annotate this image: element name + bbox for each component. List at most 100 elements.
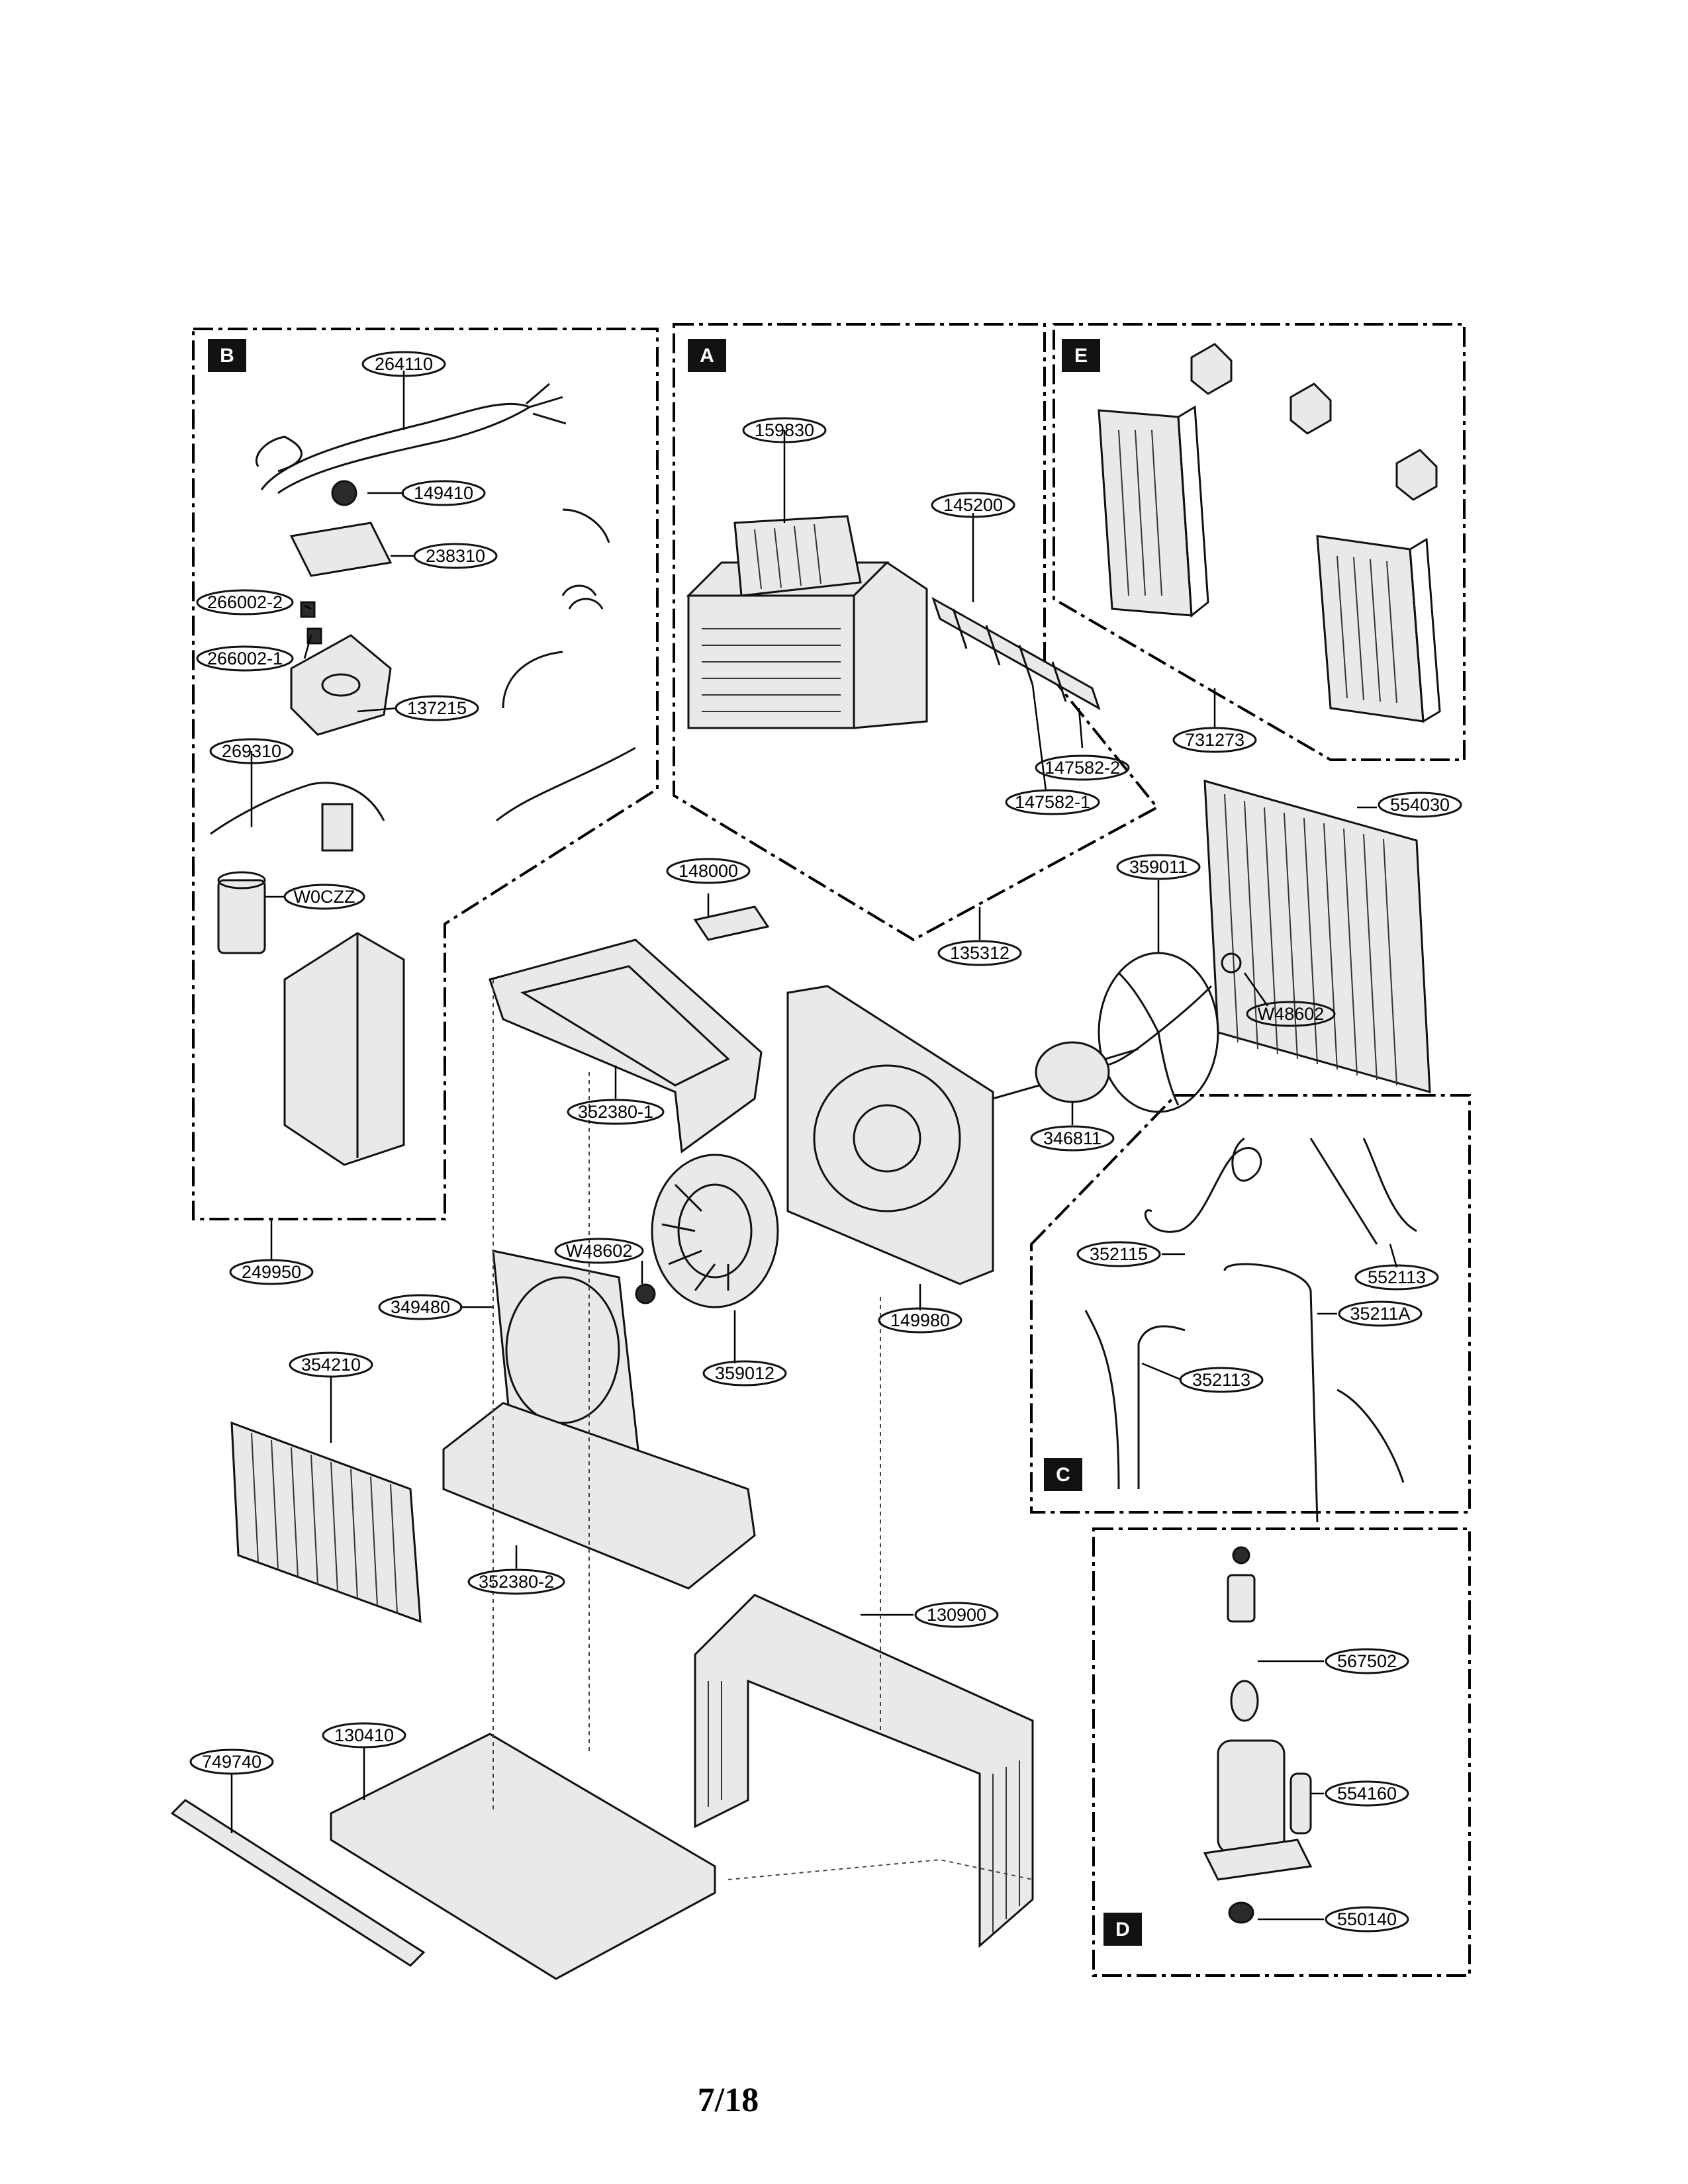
- panel-a-letter: A: [700, 345, 714, 367]
- panel-c-badge: C: [1044, 1458, 1082, 1491]
- base-pan-part: [330, 1733, 716, 1980]
- callout-W48602-b-text: W48602: [566, 1241, 633, 1261]
- callout-352380-2-text: 352380-2: [479, 1572, 554, 1592]
- callout-359011-text: 359011: [1129, 857, 1188, 877]
- panel-a-border: [673, 323, 1160, 942]
- panel-c-letter: C: [1056, 1464, 1070, 1486]
- scroll-housing-part: [786, 985, 994, 1285]
- callout-238310: 238310: [413, 543, 498, 569]
- callout-W0CZZ: W0CZZ: [283, 884, 365, 910]
- callout-264110: 264110: [361, 351, 446, 377]
- callout-550140-text: 550140: [1337, 1909, 1397, 1929]
- condenser-coil-part: [1203, 779, 1431, 1094]
- side-curtain-left-part: [1098, 405, 1209, 617]
- callout-148000: 148000: [666, 858, 751, 884]
- callout-550140: 550140: [1325, 1906, 1409, 1933]
- panel-d-border: [1092, 1527, 1471, 1977]
- thermistor-wire-part: [210, 782, 385, 852]
- callout-731273-text: 731273: [1185, 730, 1244, 750]
- callout-352380-2: 352380-2: [467, 1569, 565, 1595]
- callout-137215: 137215: [395, 695, 479, 721]
- callout-349480-text: 349480: [391, 1297, 450, 1317]
- callout-130410-text: 130410: [334, 1725, 394, 1745]
- callout-269310-text: 269310: [222, 741, 281, 761]
- callout-352113: 352113: [1179, 1367, 1264, 1393]
- louver-assembly-part: [931, 596, 1101, 711]
- clamp-ring-part: [1221, 952, 1242, 974]
- rail-bar-part: [170, 1799, 426, 1967]
- callout-352115: 352115: [1076, 1241, 1161, 1267]
- callout-346811: 346811: [1030, 1125, 1115, 1152]
- callout-359012: 359012: [702, 1360, 787, 1387]
- callout-567502-text: 567502: [1337, 1651, 1397, 1671]
- control-box-cover-part: [290, 634, 392, 736]
- panel-e-badge: E: [1062, 339, 1100, 372]
- callout-147582-1: 147582-1: [1005, 789, 1100, 815]
- callout-346811-text: 346811: [1043, 1128, 1102, 1148]
- panel-d-letter: D: [1115, 1919, 1130, 1940]
- callout-130900: 130900: [914, 1602, 999, 1628]
- callout-352115-text: 352115: [1090, 1244, 1148, 1264]
- outer-case-part: [694, 1594, 1034, 1948]
- mounting-bracket-parts: [1190, 343, 1438, 501]
- callout-W48602-a: W48602: [1246, 1001, 1336, 1027]
- callout-266002-1: 266002-1: [196, 645, 294, 672]
- locknut-part: [635, 1283, 656, 1304]
- refrigerant-tubing-parts: [1084, 1137, 1417, 1523]
- callout-35211A-text: 35211A: [1350, 1304, 1410, 1324]
- callout-554030: 554030: [1378, 792, 1462, 818]
- callout-238310-text: 238310: [426, 546, 485, 566]
- callout-359011: 359011: [1116, 854, 1201, 880]
- condenser-fan-part: [1098, 952, 1219, 1113]
- callout-135312: 135312: [937, 940, 1022, 966]
- callout-W48602-b: W48602: [554, 1238, 644, 1264]
- callout-147582-2: 147582-2: [1035, 754, 1130, 781]
- grommet-part: [1230, 1680, 1259, 1722]
- fan-motor-part: [992, 1041, 1139, 1103]
- evaporator-coil-part: [230, 1421, 422, 1623]
- callout-249950: 249950: [229, 1259, 314, 1285]
- mount-grommet-part: [1228, 1901, 1254, 1924]
- callout-147582-2-text: 147582-2: [1045, 758, 1120, 778]
- callout-W0CZZ-text: W0CZZ: [294, 887, 355, 907]
- blower-wheel-part: [651, 1154, 779, 1308]
- air-filter-part: [733, 515, 862, 597]
- callout-149980: 149980: [878, 1307, 962, 1334]
- terminal-cover-part: [1227, 1546, 1256, 1623]
- callout-148000-text: 148000: [679, 861, 738, 881]
- strain-relief-part: [331, 480, 357, 506]
- evaporator-case-top-part: [489, 938, 763, 1154]
- capacitor-part: [217, 871, 266, 954]
- callout-266002-2-text: 266002-2: [207, 592, 283, 612]
- terminal-pair-part: [300, 601, 322, 645]
- panel-b-border: [192, 328, 659, 1220]
- callout-137215-text: 137215: [407, 698, 467, 718]
- panel-a-badge: A: [688, 339, 726, 372]
- callout-130900-text: 130900: [927, 1605, 986, 1625]
- power-cord-part: [256, 383, 567, 494]
- callout-35211A: 35211A: [1338, 1300, 1423, 1327]
- callout-W48602-a-text: W48602: [1258, 1004, 1325, 1024]
- callout-567502: 567502: [1325, 1648, 1409, 1674]
- page-number: 7/18: [698, 2081, 759, 2119]
- callout-731273: 731273: [1172, 727, 1257, 753]
- callout-749740: 749740: [189, 1749, 274, 1775]
- callout-352380-1: 352380-1: [567, 1099, 665, 1125]
- callout-554030-text: 554030: [1390, 795, 1450, 815]
- panel-e-letter: E: [1074, 345, 1088, 367]
- callout-135312-text: 135312: [950, 943, 1009, 963]
- callout-552113-text: 552113: [1368, 1267, 1426, 1287]
- control-housing-part: [283, 932, 405, 1166]
- callout-147582-1-text: 147582-1: [1015, 792, 1090, 812]
- callout-552113: 552113: [1354, 1264, 1439, 1291]
- callout-149980-text: 149980: [890, 1310, 950, 1330]
- compressor-part: [1203, 1739, 1313, 1881]
- callout-266002-1-text: 266002-1: [207, 649, 283, 668]
- callout-266002-2: 266002-2: [196, 589, 294, 615]
- callout-269310: 269310: [209, 738, 294, 764]
- drain-pan-part: [442, 1402, 756, 1590]
- callout-149410-text: 149410: [414, 483, 473, 503]
- panel-b-letter: B: [220, 345, 234, 367]
- callout-264110-text: 264110: [375, 354, 433, 374]
- callout-354210: 354210: [289, 1351, 373, 1378]
